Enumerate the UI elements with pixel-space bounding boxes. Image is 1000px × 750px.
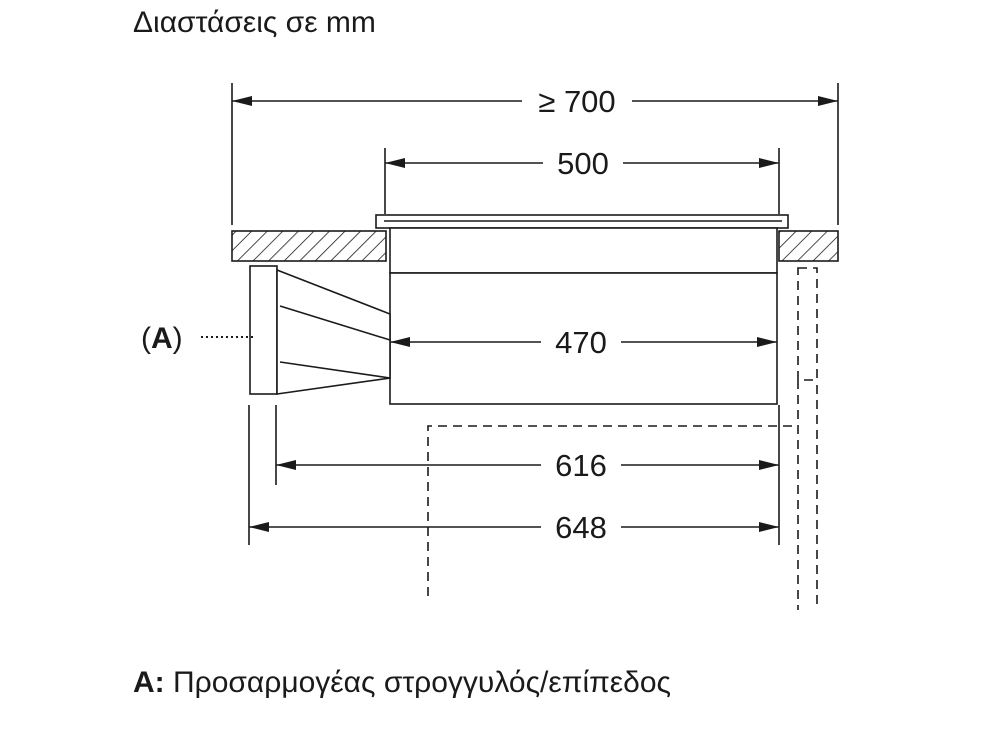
dim-label-700: ≥ 700 bbox=[538, 84, 615, 119]
countertop-right bbox=[778, 230, 839, 262]
legend-key: A: bbox=[133, 666, 165, 699]
cabinet-outline-dashed bbox=[427, 425, 798, 596]
adapter-flange bbox=[249, 265, 278, 395]
dim-label-616: 616 bbox=[555, 448, 607, 483]
legend: A: Προσαρμογέας στρογγυλός/επίπεδος bbox=[133, 666, 671, 700]
dim-label-470: 470 bbox=[555, 325, 607, 360]
diagram-title: Διαστάσεις σε mm bbox=[133, 6, 376, 39]
hob-housing-lower bbox=[389, 272, 778, 405]
callout-open-paren: ( bbox=[141, 322, 151, 355]
plinth-outline-dashed bbox=[797, 267, 818, 381]
countertop-left bbox=[231, 230, 387, 262]
hob-housing-upper bbox=[389, 227, 778, 274]
dim-label-648: 648 bbox=[555, 510, 607, 545]
adapter-duct-line-1 bbox=[279, 305, 391, 341]
dim-label-500: 500 bbox=[557, 146, 609, 181]
callout-a-label: (A) bbox=[141, 322, 183, 355]
legend-text: Προσαρμογέας στρογγυλός/επίπεδος bbox=[173, 666, 672, 699]
callout-close-paren: ) bbox=[173, 322, 183, 355]
adapter-duct-line-2 bbox=[279, 361, 391, 379]
callout-letter: A bbox=[151, 322, 173, 355]
